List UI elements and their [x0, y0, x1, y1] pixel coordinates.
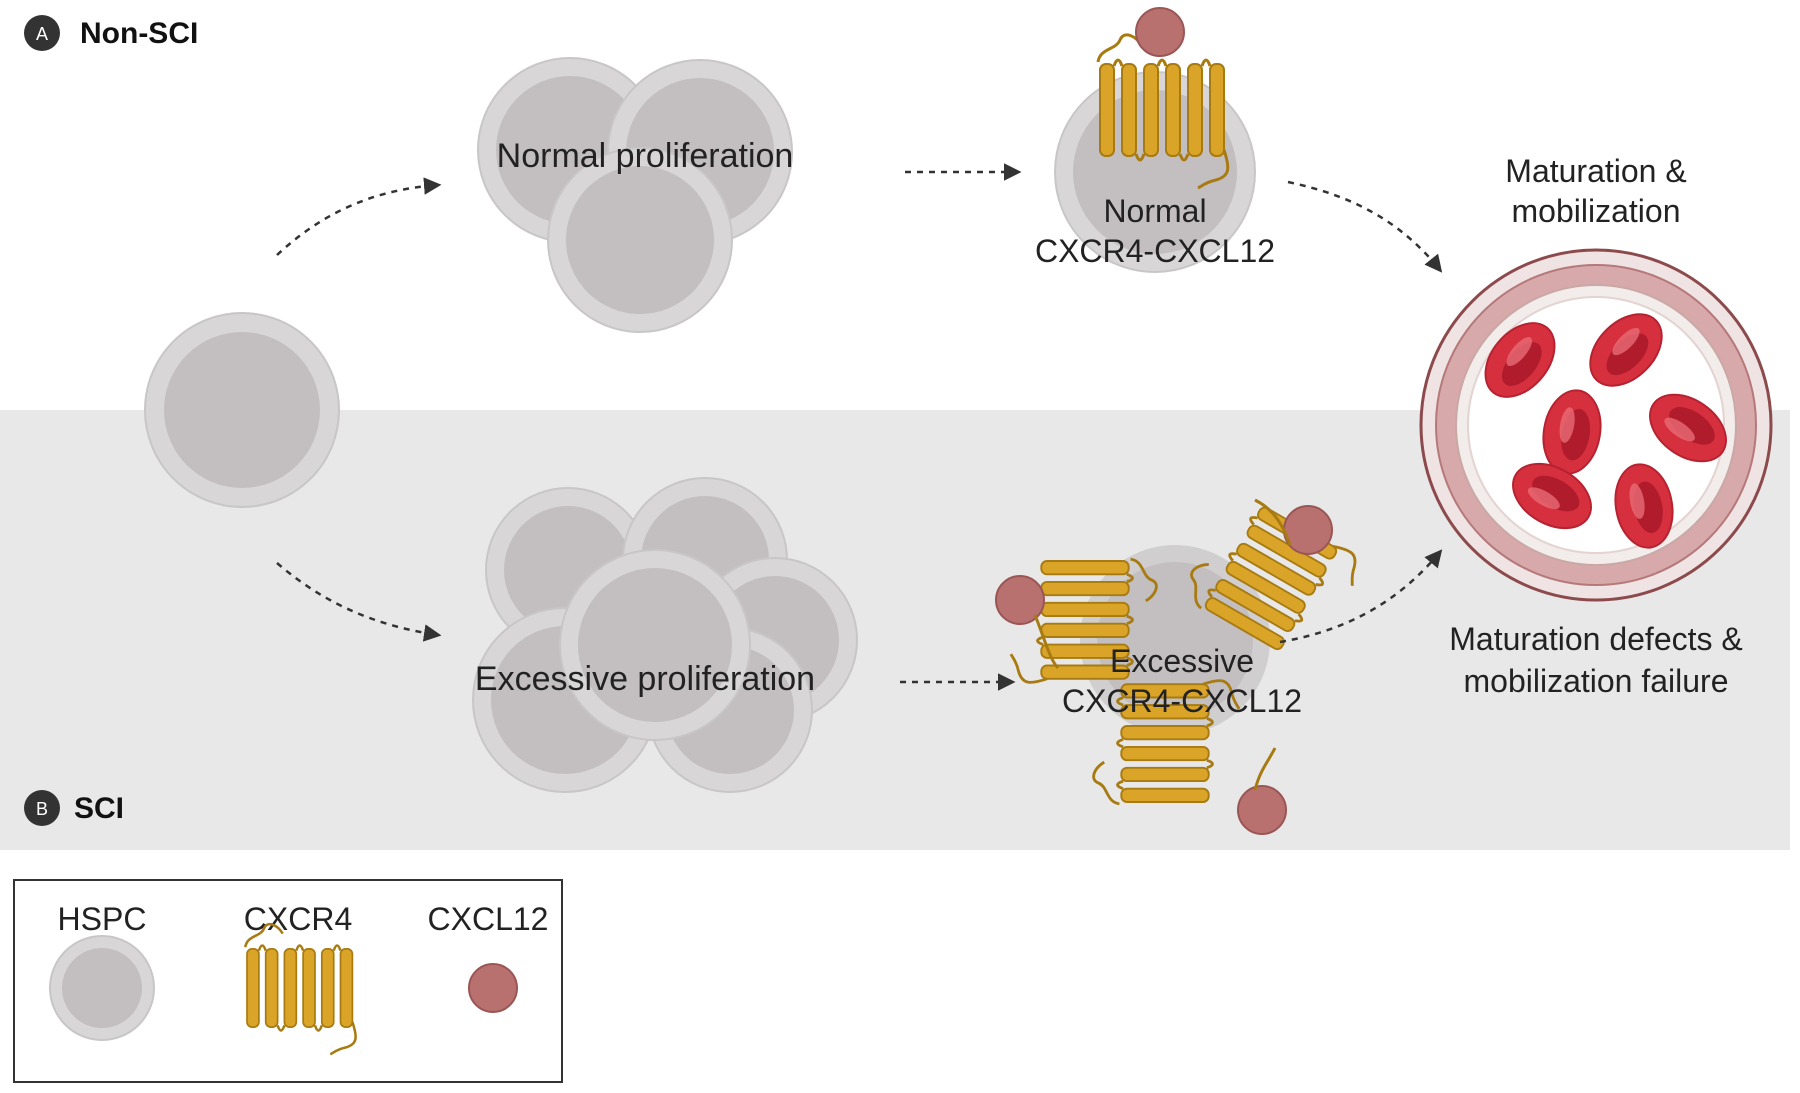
starting-hspc-cell — [144, 312, 340, 508]
cxcl12-ligand-icon — [1135, 7, 1185, 57]
maturation-label-line2: mobilization — [1512, 193, 1681, 229]
excessive-signaling-cell — [995, 487, 1368, 835]
normal-signaling-cell — [1054, 7, 1256, 273]
normal-signal-label-line2: CXCR4-CXCL12 — [1035, 233, 1275, 269]
arrow-to-maturation-defects — [1279, 549, 1443, 644]
normal-signal-label-line1: Normal — [1103, 193, 1206, 229]
legend-cxcl12-ligand-icon — [468, 963, 518, 1013]
legend-hspc-label: HSPC — [58, 901, 147, 937]
defects-label-line1: Maturation defects & — [1449, 621, 1742, 657]
maturation-label-line1: Maturation & — [1505, 153, 1686, 189]
panel-b-badge: B — [36, 799, 48, 819]
panel-a-title: Non-SCI — [80, 17, 198, 50]
normal-proliferation-label: Normal proliferation — [497, 137, 794, 175]
panel-b-title: SCI — [74, 792, 124, 825]
excessive-proliferation-cluster — [472, 477, 858, 793]
arrow-to-maturation — [1287, 180, 1443, 273]
blood-vessel — [1419, 248, 1773, 602]
panel-a-header: A Non-SCI — [24, 15, 198, 51]
cxcl12-ligand-icon-bottom — [1237, 785, 1287, 835]
panel-a-badge: A — [36, 24, 48, 44]
cxcl12-ligand-icon-left — [995, 575, 1045, 625]
excessive-proliferation-label: Excessive proliferation — [475, 660, 815, 698]
panel-b-header: B SCI — [24, 790, 124, 826]
cxcl12-ligand-icon-right — [1283, 505, 1333, 555]
excessive-signal-label-line1: Excessive — [1110, 643, 1254, 679]
arrow-to-excessive-proliferation — [276, 562, 442, 642]
excessive-signal-label-line2: CXCR4-CXCL12 — [1062, 683, 1302, 719]
legend: HSPC CXCR4 CXCL12 — [13, 879, 563, 1083]
panel-a-badge-circle — [24, 15, 60, 51]
defects-label-line2: mobilization failure — [1463, 663, 1728, 699]
normal-proliferation-cluster — [477, 57, 793, 333]
arrow-to-normal-proliferation — [276, 177, 442, 256]
legend-hspc-cell-icon — [49, 935, 155, 1041]
panel-b-badge-circle — [24, 790, 60, 826]
legend-cxcl12-label: CXCL12 — [428, 901, 549, 937]
